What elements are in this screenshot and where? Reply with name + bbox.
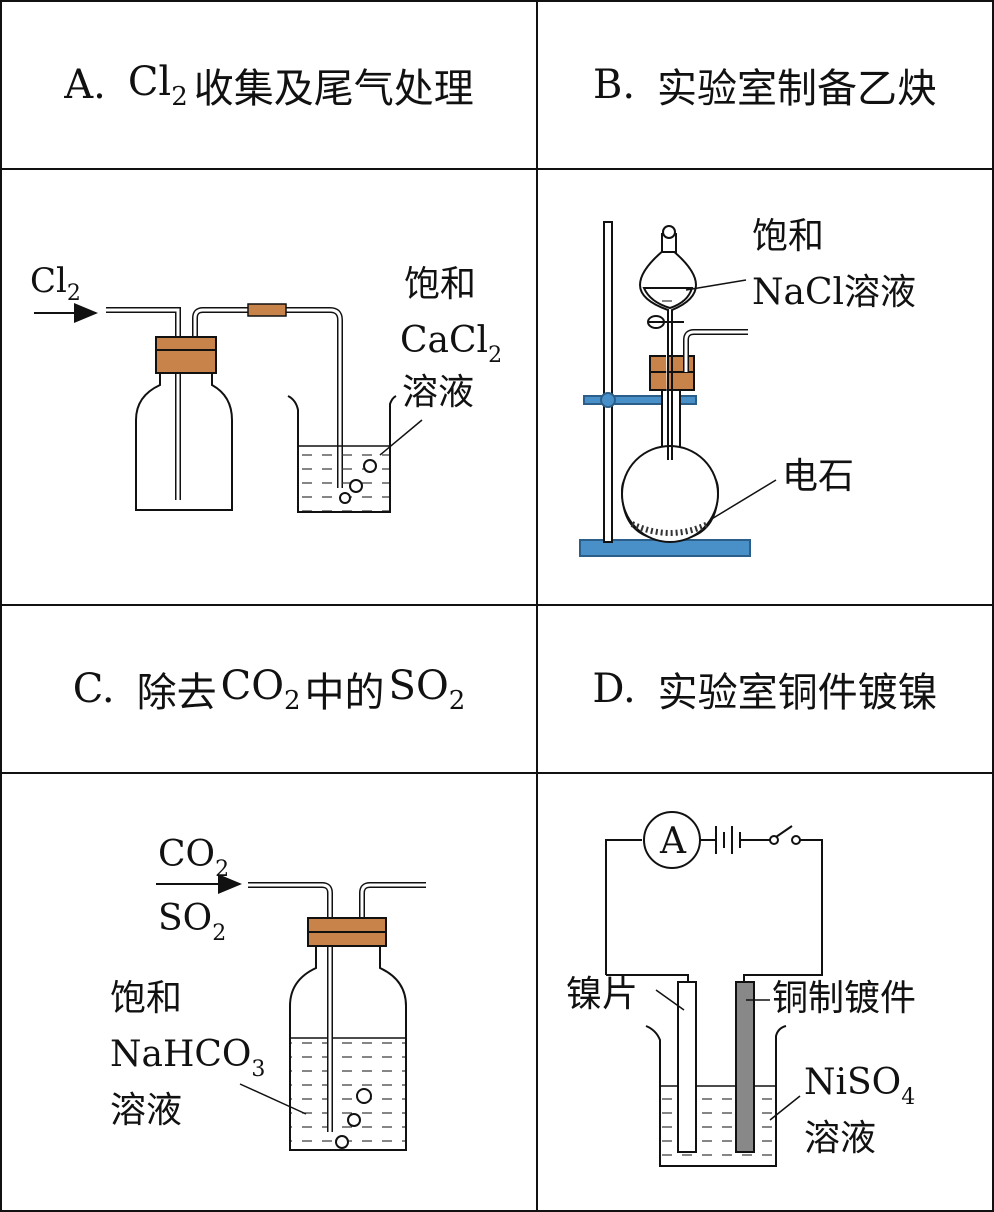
panel-d-apparatus xyxy=(605,811,823,1167)
switch-contact-1 xyxy=(769,835,779,845)
panel-c-title-formula2: SO2 xyxy=(388,662,466,716)
solution-label-d-2: 溶液 xyxy=(804,1118,876,1159)
panel-c-title-formula1: CO2 xyxy=(220,662,301,716)
rubber-joint xyxy=(247,303,287,317)
copper-workpiece xyxy=(735,981,755,1153)
wash-bottle-liquid xyxy=(291,1038,405,1149)
switch-lever xyxy=(775,825,793,838)
label-pointer-b1 xyxy=(685,279,747,291)
solution-label-c-2: NaHCO3 xyxy=(110,1034,265,1082)
beaker-d xyxy=(645,1025,787,1167)
panel-d-letter: D. xyxy=(592,666,636,712)
panel-b-title: 实验室制备乙炔 xyxy=(657,66,938,112)
solution-label-b-2: NaCl溶液 xyxy=(752,272,916,313)
panel-a-apparatus xyxy=(34,303,423,513)
solution-label-c-1: 饱和 xyxy=(110,978,182,1019)
electrode-label-left: 镍片 xyxy=(566,974,638,1015)
solution-label-c-3: 溶液 xyxy=(110,1090,182,1131)
gas-bottle xyxy=(135,372,233,511)
panel-c-letter: C. xyxy=(72,666,115,712)
panel-c-title-mid: 中的 xyxy=(304,670,385,716)
panel-a-title-formula: Cl2 xyxy=(127,58,188,112)
stopper xyxy=(155,336,217,374)
solution-label-a-2: CaCl2 xyxy=(400,320,502,368)
nickel-electrode xyxy=(677,981,697,1153)
panel-d-title: 实验室铜件镀镍 xyxy=(657,670,938,716)
gas-label-cl2: Cl2 xyxy=(30,261,81,306)
ammeter xyxy=(643,811,701,869)
label-pointer-d1 xyxy=(655,989,685,1011)
solution-label-b-1: 饱和 xyxy=(752,216,824,257)
beaker xyxy=(287,395,397,513)
switch-contact-2 xyxy=(791,835,801,845)
solution-label-a-1: 饱和 xyxy=(404,264,476,305)
label-pointer-b2 xyxy=(709,479,777,521)
panel-d-body xyxy=(536,772,994,1212)
ammeter-label: A xyxy=(659,821,687,862)
solid-label-b: 电石 xyxy=(782,456,854,497)
electrode-label-right: 铜制镀件 xyxy=(772,978,916,1019)
label-pointer-d3 xyxy=(769,1095,801,1121)
panel-d-header: D. 实验室铜件镀镍 xyxy=(536,604,994,774)
panel-a-title-text: 收集及尾气处理 xyxy=(193,66,474,112)
panel-b-letter: B. xyxy=(592,62,636,108)
gas-label-co2: CO2 xyxy=(158,834,229,882)
clamp-arm xyxy=(583,395,697,405)
panel-c-title-pre: 除去 xyxy=(136,670,217,716)
solution-label-d-1: NiSO4 xyxy=(804,1062,915,1110)
circuit-wire xyxy=(605,839,823,982)
label-pointer xyxy=(379,419,423,456)
panel-b-apparatus xyxy=(579,221,777,557)
stand-rod xyxy=(603,221,613,543)
gas-label-so2: SO2 xyxy=(158,898,226,946)
panel-a-letter: A. xyxy=(64,62,106,108)
label-pointer-c xyxy=(239,1083,307,1115)
panel-c-apparatus xyxy=(156,874,426,1151)
clamp-screw xyxy=(600,392,616,408)
solution-label-a-3: 溶液 xyxy=(402,372,474,413)
